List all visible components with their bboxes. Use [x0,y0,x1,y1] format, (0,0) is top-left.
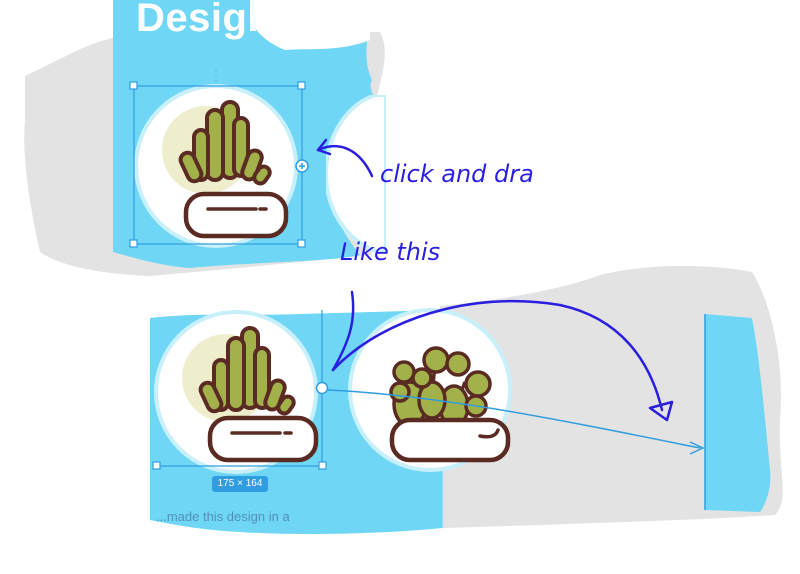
blue-strip-right [705,314,771,512]
partial-circle-top [326,95,386,253]
round-leaf-plant-icon [348,308,512,472]
dimension-badge: 175 × 164 [212,476,268,492]
design-caption: ...made this design in a [156,509,290,524]
handwritten-instruction-click-drag: click and dra [380,160,534,188]
torn-edge-white [250,0,370,50]
selected-frame-top[interactable] [110,70,340,260]
handwritten-instruction-like-this: Like this [340,238,441,266]
selected-frame-bottom[interactable] [150,300,340,480]
page-heading: Design [136,0,273,40]
